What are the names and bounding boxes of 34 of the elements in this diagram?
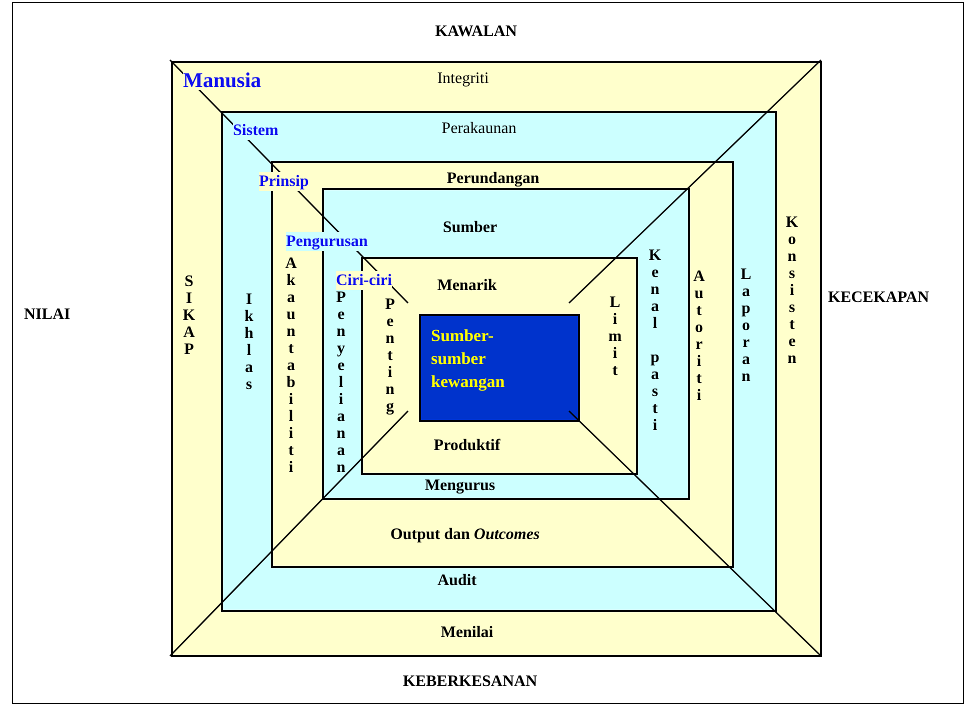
axis-label: KEBERKESANAN (402, 672, 538, 691)
vertical-label: Kenal pasti (648, 247, 662, 434)
ring-label: Mengurus (424, 476, 496, 495)
level-title: Prinsip (259, 172, 309, 191)
vertical-label: Ikhlas (244, 291, 254, 393)
level-title: Pengurusan (286, 232, 368, 251)
ring-label: Perakaunan (442, 119, 516, 138)
axis-label: KAWALAN (435, 22, 517, 41)
ring-label: Output dan Outcomes (390, 525, 540, 544)
ring-label: Produktif (434, 436, 500, 455)
vertical-label: Autoriti (692, 268, 706, 404)
level-title: Manusia (183, 71, 262, 90)
vertical-label: Konsisten (784, 214, 800, 367)
center-label: Sumber-sumber kewangan (431, 325, 506, 393)
level-title: Ciri-ciri (336, 271, 392, 290)
vertical-label: SIKAP (182, 273, 196, 358)
ring-box (171, 61, 822, 657)
ring-label: Audit (437, 571, 477, 590)
ring-label: Menarik (437, 276, 497, 295)
ring-label: Perundangan (446, 169, 540, 188)
vertical-label: Penyelianan (335, 289, 347, 476)
outer-frame (12, 2, 964, 704)
level-title: Sistem (233, 121, 278, 140)
ring-label: Sumber (442, 218, 498, 237)
center-box (419, 314, 580, 422)
ring-label: Menilai (440, 623, 494, 642)
vertical-label: Akauntabiliti (284, 255, 298, 476)
ring-box (221, 111, 777, 612)
vertical-label: Laporan (740, 266, 752, 385)
vertical-label: Penting (384, 296, 396, 415)
axis-label: KECEKAPAN (828, 288, 930, 307)
vertical-label: Limit (607, 294, 623, 379)
ring-label: Integriti (437, 69, 489, 88)
axis-label: NILAI (24, 305, 70, 324)
